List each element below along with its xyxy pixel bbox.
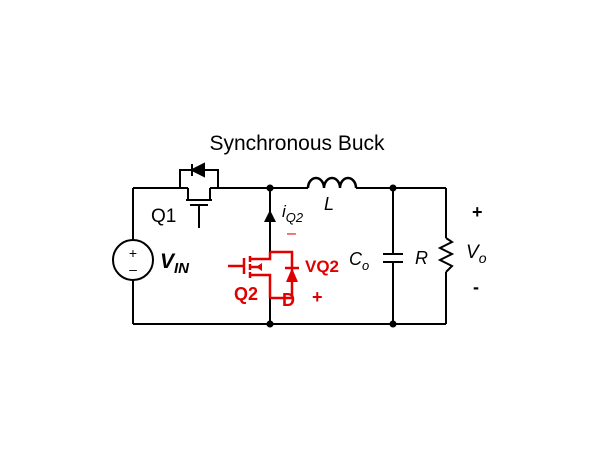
svg-text:Vo: Vo — [466, 242, 487, 266]
q2-diode-icon — [286, 268, 298, 282]
q2-source — [250, 273, 272, 298]
inductor-label: L — [324, 194, 334, 214]
svg-text:VIN: VIN — [160, 250, 190, 277]
vq2-plus-sign: + — [312, 287, 323, 307]
q2-body-arrow-icon — [256, 263, 262, 271]
voltage-source-icon — [112, 239, 154, 281]
junction-dot — [266, 320, 274, 328]
resistor-icon — [437, 237, 455, 273]
q2-drain — [250, 252, 272, 261]
vo-minus-sign: - — [473, 277, 479, 297]
vin-label: V — [160, 250, 176, 273]
junction-dot — [389, 320, 397, 328]
source-plus-sign: + — [129, 245, 137, 261]
vin-subscript: IN — [174, 260, 190, 277]
svg-text:Co: Co — [349, 249, 369, 273]
vq2-label: VQ2 — [305, 257, 339, 276]
capacitor-subscript: o — [362, 258, 369, 273]
q1-label: Q1 — [151, 206, 176, 227]
q2-label: Q2 — [234, 284, 258, 304]
q1-mosfet — [179, 162, 219, 228]
iq2-subscript: Q2 — [286, 210, 304, 225]
vo-plus-sign: + — [472, 202, 483, 222]
source-minus-sign: – — [129, 261, 137, 277]
junction-dot — [266, 184, 274, 192]
junction-dot — [389, 184, 397, 192]
capacitor-icon — [383, 253, 403, 263]
diode-label: D — [282, 290, 295, 310]
vo-subscript: o — [479, 250, 487, 266]
q1-drain-source — [187, 188, 211, 200]
vo-label: V — [466, 242, 481, 263]
capacitor-label: C — [349, 249, 363, 269]
iq2-minus-sign: – — [287, 225, 296, 242]
iq2-label: i — [282, 202, 287, 221]
current-arrow-icon — [264, 210, 276, 222]
svg-text:iQ2: iQ2 — [282, 202, 304, 225]
diagram-title: Synchronous Buck — [209, 132, 385, 155]
q1-diode-arrow-icon — [192, 164, 204, 176]
junctions — [266, 184, 397, 328]
resistor-label: R — [415, 248, 428, 268]
inductor-icon — [306, 176, 358, 189]
